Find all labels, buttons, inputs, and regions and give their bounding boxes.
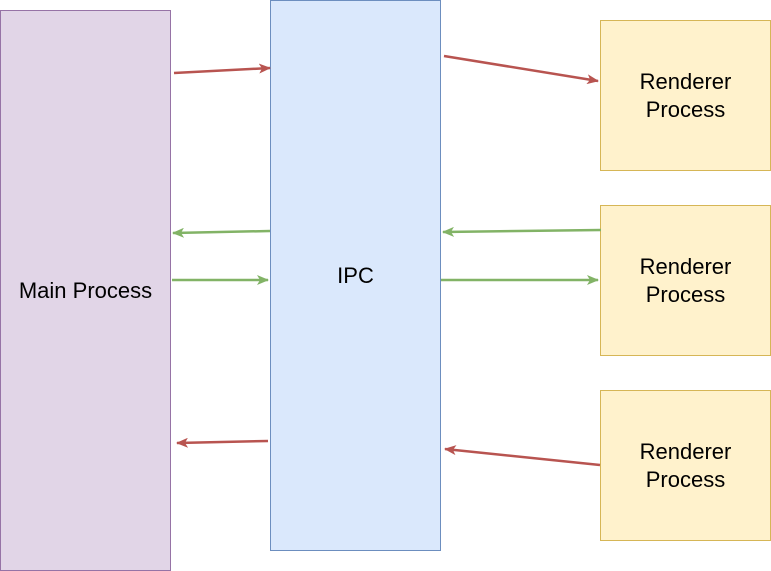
renderer-process-box-1: Renderer Process bbox=[600, 20, 771, 171]
ipc-label: IPC bbox=[337, 262, 374, 288]
arrow-ipc-to-main-red bbox=[176, 437, 269, 448]
arrow-main-to-ipc-red bbox=[173, 63, 271, 75]
renderer-process-label-2: Renderer Process bbox=[639, 253, 732, 307]
main-process-label: Main Process bbox=[18, 277, 153, 303]
arrow-renderer-2-to-ipc-green bbox=[442, 226, 602, 237]
renderer-process-box-3: Renderer Process bbox=[600, 390, 771, 541]
renderer-process-box-2: Renderer Process bbox=[600, 205, 771, 356]
arrow-ipc-to-renderer-1-red bbox=[443, 54, 599, 85]
renderer-process-label-1: Renderer Process bbox=[639, 68, 732, 122]
ipc-box: IPC bbox=[270, 0, 441, 551]
main-process-box: Main Process bbox=[0, 10, 171, 571]
renderer-process-label-3: Renderer Process bbox=[639, 438, 732, 492]
arrow-renderer-3-to-ipc-red bbox=[444, 445, 601, 467]
arrow-ipc-to-main-green bbox=[172, 227, 271, 238]
